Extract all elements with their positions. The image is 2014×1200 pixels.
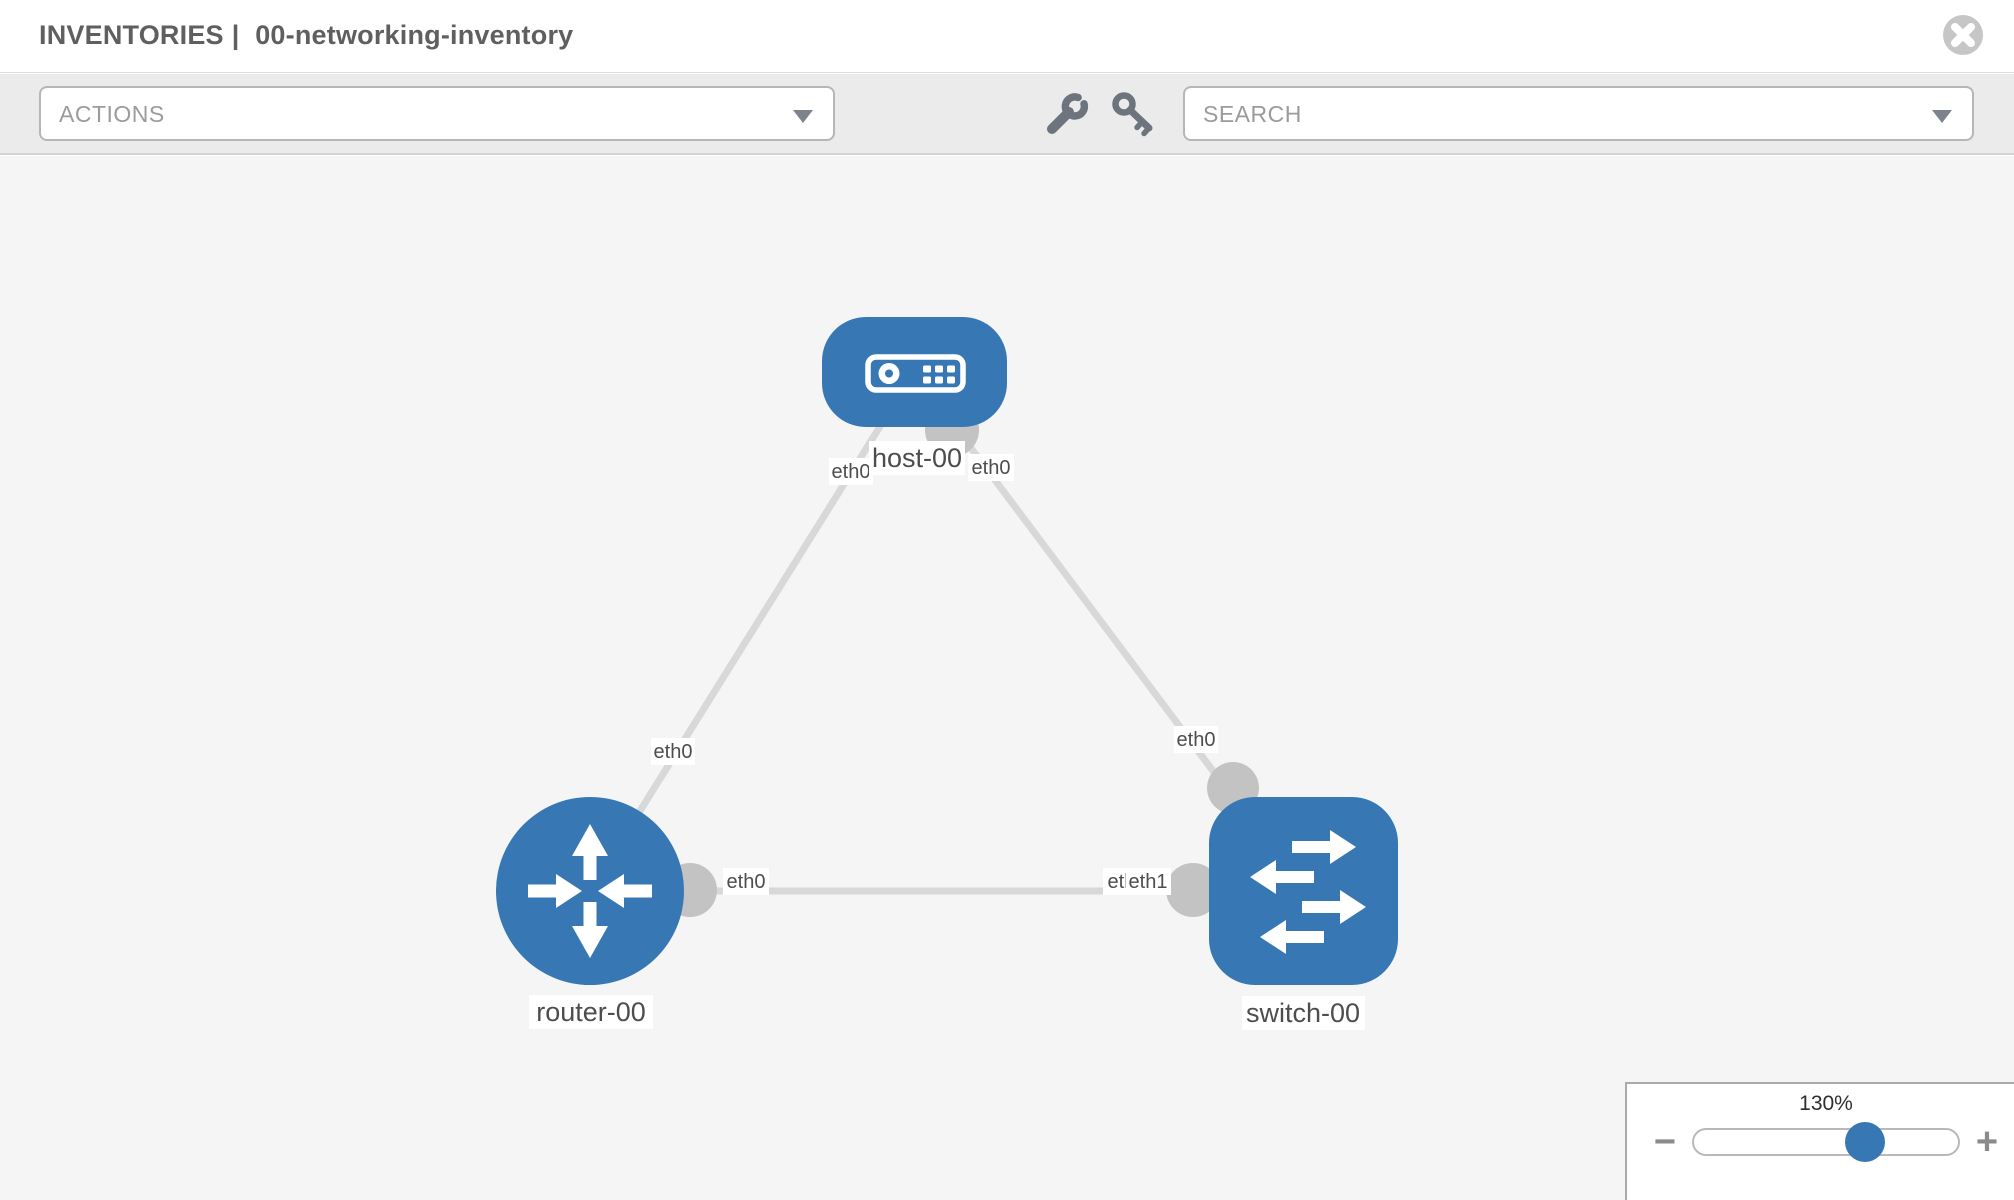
svg-text:eth1: eth1 — [1129, 871, 1168, 893]
svg-text:eth0: eth0 — [654, 741, 693, 763]
node-label-host: host-00 — [869, 441, 965, 475]
interface-label-occluded: eth1 — [1103, 868, 1147, 895]
svg-text:eth0: eth0 — [832, 461, 871, 483]
key-icon — [1112, 92, 1153, 137]
zoom-in-button[interactable]: + — [1965, 1120, 2009, 1164]
search-dropdown-label: SEARCH — [1203, 101, 1302, 127]
chevron-down-icon — [1932, 110, 1952, 123]
router-icon — [528, 824, 652, 958]
interface-label: eth0 — [829, 458, 873, 485]
svg-text:eth1: eth1 — [1108, 871, 1147, 893]
node-switch[interactable] — [1209, 797, 1398, 985]
svg-text:eth0: eth0 — [1177, 729, 1216, 751]
svg-text:router-00: router-00 — [536, 997, 646, 1027]
interface-label: eth0 — [651, 738, 695, 765]
zoom-slider-thumb[interactable] — [1845, 1122, 1885, 1162]
close-button[interactable] — [1941, 13, 1985, 57]
breadcrumb-section: INVENTORIES — [39, 20, 224, 50]
close-icon — [1943, 15, 1983, 55]
breadcrumb-separator: | — [231, 20, 240, 50]
header: INVENTORIES| 00-networking-inventory — [0, 0, 2014, 73]
inventory-name: 00-networking-inventory — [255, 20, 574, 50]
node-label-switch: switch-00 — [1242, 996, 1365, 1030]
chevron-down-icon — [793, 110, 813, 123]
node-label-router: router-00 — [529, 995, 653, 1029]
interface-label: eth0 — [1174, 726, 1218, 753]
svg-text:eth0: eth0 — [972, 457, 1011, 479]
endpoint-switch-left[interactable] — [1166, 863, 1220, 917]
actions-dropdown[interactable]: ACTIONS — [39, 86, 835, 141]
toolbar: ACTIONS SEARCH — [0, 74, 2014, 155]
page-title: INVENTORIES| 00-networking-inventory — [39, 20, 581, 51]
zoom-level-text: 130% — [1799, 1092, 1853, 1115]
node-host[interactable] — [822, 317, 1007, 427]
interface-label: eth0 — [968, 454, 1014, 481]
svg-text:switch-00: switch-00 — [1246, 998, 1360, 1028]
wrench-icon — [1047, 93, 1089, 134]
node-router[interactable] — [496, 797, 684, 985]
topology-svg: eth0 eth0 eth0 eth0 eth0 eth1 — [496, 317, 1398, 1030]
zoom-slider-track[interactable] — [1692, 1128, 1960, 1156]
svg-text:host-00: host-00 — [872, 443, 962, 473]
credentials-button[interactable] — [1110, 89, 1158, 139]
search-dropdown[interactable]: SEARCH — [1183, 86, 1974, 141]
switch-icon — [1250, 830, 1366, 954]
configure-button[interactable] — [1042, 89, 1090, 139]
topology-canvas[interactable]: eth0 eth0 eth0 eth0 eth0 eth1 — [0, 156, 2014, 1200]
host-icon — [865, 354, 966, 393]
interface-label: eth0 — [723, 868, 769, 895]
svg-text:eth0: eth0 — [727, 871, 766, 893]
interface-label: eth1 — [1126, 868, 1171, 895]
zoom-out-button[interactable]: − — [1643, 1120, 1687, 1164]
zoom-panel: 130% − + — [1625, 1082, 2014, 1200]
actions-dropdown-label: ACTIONS — [59, 101, 165, 127]
